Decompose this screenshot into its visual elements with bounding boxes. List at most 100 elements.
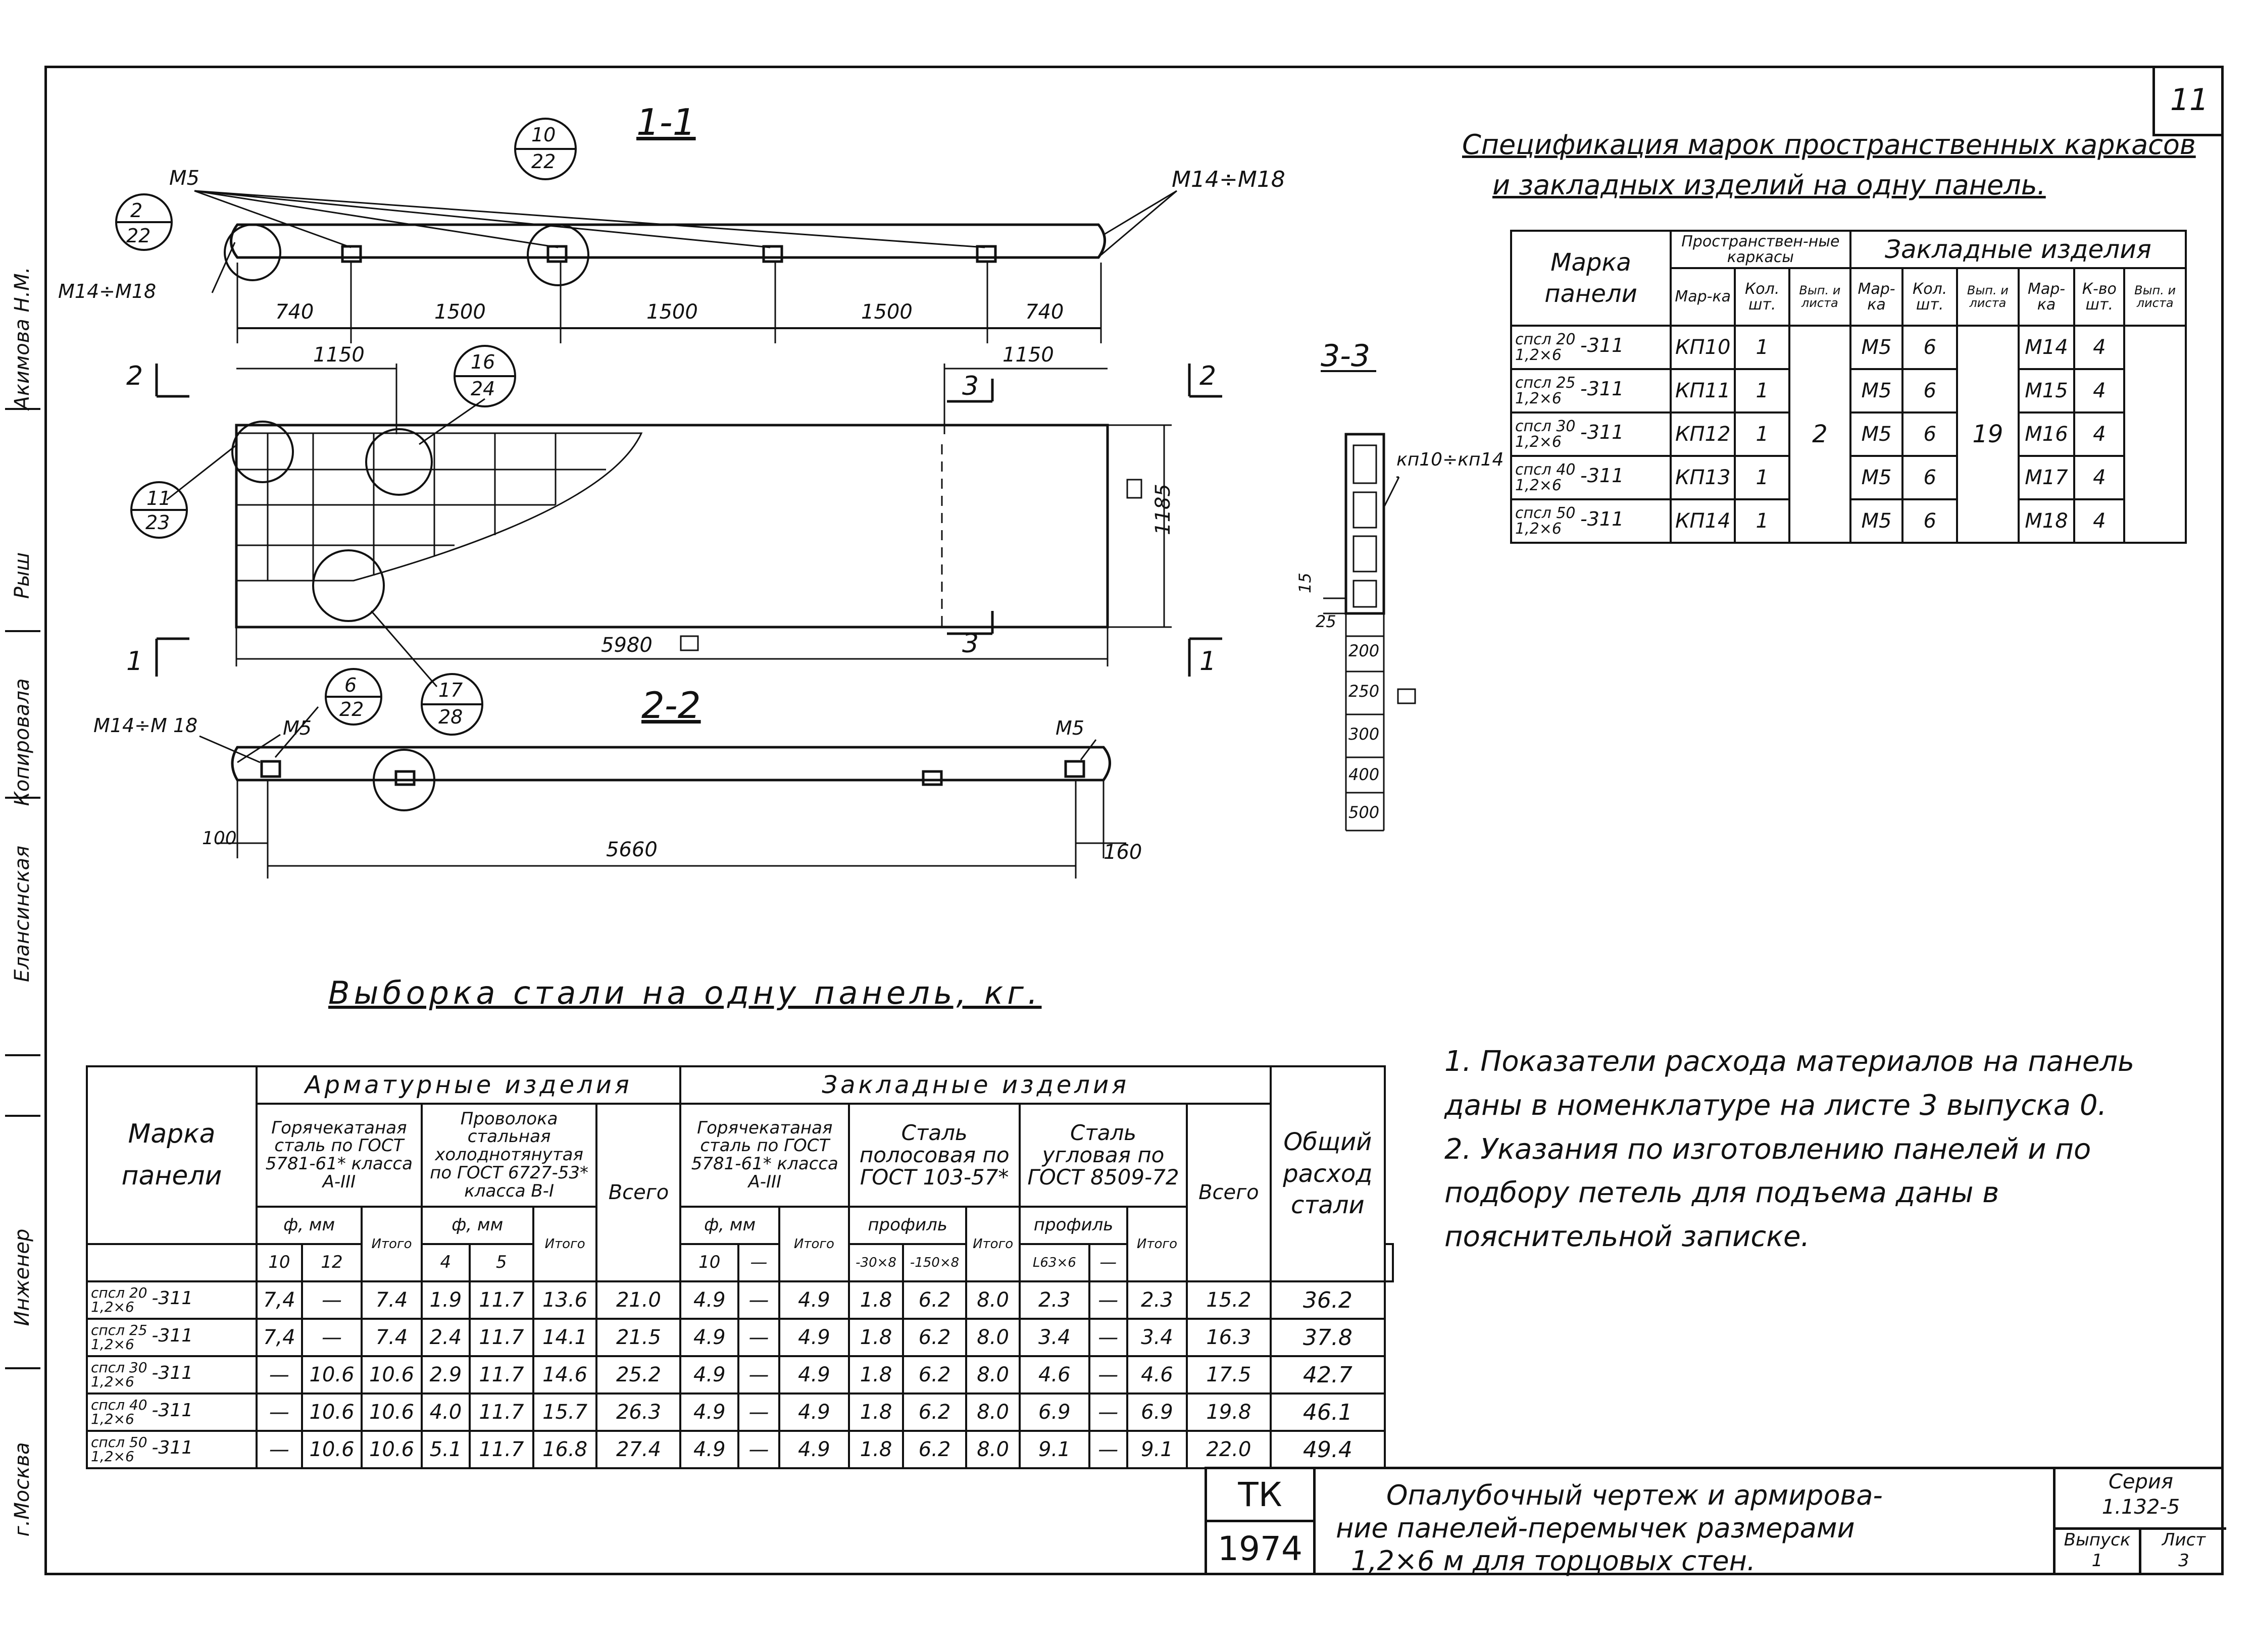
title-block-title-cell: Опалубочный чертеж и армирова- ние панел… (1316, 1469, 2056, 1577)
note-2: 2. Указания по изготовлению панелей и по… (1444, 1132, 2091, 1254)
spec-h-spatial: Пространствен-ные каркасы (1670, 230, 1851, 269)
strip-dividers (5, 408, 40, 1369)
callout-1-bottom: 22 (126, 225, 151, 247)
callout-2-bottom: 22 (531, 150, 556, 173)
cut-3-bottom: 3 (962, 629, 979, 659)
page-number: 11 (2170, 82, 2209, 118)
steel-h-arm: Арматурные изделия (255, 1065, 682, 1105)
dim-1-1-a: 740 (275, 300, 314, 324)
title-block-code: ТК (1207, 1469, 1313, 1522)
notes: 1. Показатели расхода материалов на пане… (1444, 1040, 2212, 1259)
spec-title-line2: и закладных изделий на одну панель. (1492, 169, 2046, 201)
cut-1-right: 1 (1199, 646, 1217, 677)
steel-h-strip: Сталь полосовая по ГОСТ 103-57* (848, 1103, 1021, 1208)
spec-h-mar-2: Мар-ка (1849, 267, 1904, 327)
spec-vyp-b: 19 (1956, 325, 2020, 544)
issue-label: Выпуск (2064, 1530, 2131, 1550)
spec-h-embedded: Закладные изделия (1849, 230, 2187, 269)
dim-100: 100 (202, 828, 237, 849)
sec3-height-500: 500 (1348, 803, 1380, 822)
callout-5-bottom: 22 (339, 698, 364, 720)
steel-h-angle: Сталь угловая по ГОСТ 8509-72 (1019, 1103, 1188, 1208)
cut-3-top: 3 (962, 371, 979, 401)
steel-h-marka: Марка панели (86, 1065, 258, 1245)
dim-1185: 1185 (1151, 484, 1175, 535)
callout-6-top: 17 (438, 679, 463, 701)
callout-3-bottom: 24 (471, 378, 495, 400)
dim-160: 160 (1104, 841, 1142, 864)
steel-title: Выборка стали на одну панель, кг. (328, 974, 1042, 1011)
callout-4-bottom: 23 (145, 511, 170, 534)
spec-h-mar-3: Мар-ка (2017, 267, 2076, 327)
callout-6-bottom: 28 (438, 706, 463, 728)
steel-h-vsego-2: Всего (1185, 1103, 1272, 1282)
sheet-value: 3 (2178, 1550, 2189, 1571)
callout-5-top: 6 (344, 674, 357, 696)
title-block-year: 1974 (1218, 1529, 1302, 1568)
steel-h-vsego-1: Всего (595, 1103, 682, 1282)
series-value: 1.132-5 (2101, 1495, 2180, 1519)
drawing-title-line-1: Опалубочный чертеж и армирова- (1386, 1479, 1883, 1511)
spec-h-vyp-2: Вып. и листа (1956, 267, 2020, 327)
series-label: Серия (2109, 1470, 2173, 1493)
spec-h-mar-1: Мар-ка (1669, 267, 1736, 327)
label-m14-m18-left: М14÷М18 (58, 280, 157, 302)
cut-2-right: 2 (1199, 361, 1217, 391)
dim-5660: 5660 (606, 838, 658, 861)
steel-h-wire: Проволока стальная холоднотянутая по ГОС… (420, 1103, 598, 1208)
spec-title-line1: Спецификация марок пространственных карк… (1462, 129, 2196, 161)
title-block-series-cell: Серия 1.132-5 Выпуск 1 Лист 3 (2056, 1469, 2226, 1575)
section-1-1-beam (230, 223, 1106, 259)
callout-4-top: 11 (146, 487, 171, 509)
section-2-2-beam (231, 746, 1111, 782)
sheet-frame (44, 66, 2224, 1575)
steel-h-zakl: Закладные изделия (679, 1065, 1272, 1105)
label-m14-m18-section-2: М14÷М 18 (93, 714, 198, 737)
sec3-height-300: 300 (1348, 725, 1380, 744)
signature-strip: Акимова Н.М. Рыш Копировала Елансинская … (0, 66, 44, 1575)
section-2-2-title: 2-2 (641, 684, 701, 727)
steel-h-hot-2: Горячекатаная сталь по ГОСТ 5781-61* кла… (679, 1103, 850, 1208)
callout-1-top: 2 (130, 199, 143, 222)
drawing-title-line-3: 1,2×6 м для торцовых стен. (1351, 1544, 1756, 1577)
title-block-code-cell: ТК 1974 (1207, 1469, 1316, 1575)
cut-2-left: 2 (126, 361, 143, 391)
dim-5980: 5980 (601, 634, 653, 657)
spec-vyp-c (2123, 325, 2187, 544)
sec3-height-400: 400 (1348, 765, 1380, 784)
sheet-label: Лист (2162, 1530, 2206, 1550)
callout-3-top: 16 (471, 351, 495, 373)
spec-h-kva: К-во шт. (2073, 267, 2126, 327)
sec3-dim-15: 15 (1295, 573, 1315, 593)
steel-h-total: Общий расход стали (1269, 1065, 1386, 1282)
spec-table: Марка панели Пространствен-ные каркасы З… (1510, 230, 2187, 544)
dim-1-1-c: 1500 (646, 300, 698, 324)
steel-table: Марка панели Арматурные изделия Закладны… (86, 1065, 1394, 1469)
spec-h-vyp-3: Вып. и листа (2123, 267, 2187, 327)
spec-h-vyp-1: Вып. и листа (1788, 267, 1851, 327)
section-3-3-profile (1344, 433, 1385, 615)
dim-1-1-d: 1500 (861, 300, 913, 324)
label-m5: М5 (169, 167, 199, 190)
note-1: 1. Показатели расхода материалов на пане… (1444, 1045, 2135, 1122)
section-1-1-title: 1-1 (636, 101, 696, 143)
dim-1-1-b: 1500 (434, 300, 486, 324)
dim-1150-right: 1150 (1003, 343, 1054, 367)
spec-h-kol-2: Кол. шт. (1901, 267, 1959, 327)
steel-h-hot: Горячекатаная сталь по ГОСТ 5781-61* кла… (256, 1103, 423, 1208)
dim-1-1-e: 740 (1025, 300, 1064, 324)
spec-h-kol-1: Кол. шт. (1734, 267, 1790, 327)
spec-vyp-a: 2 (1788, 325, 1851, 544)
drawing-title-line-2: ние панелей-перемычек размерами (1336, 1512, 1855, 1544)
